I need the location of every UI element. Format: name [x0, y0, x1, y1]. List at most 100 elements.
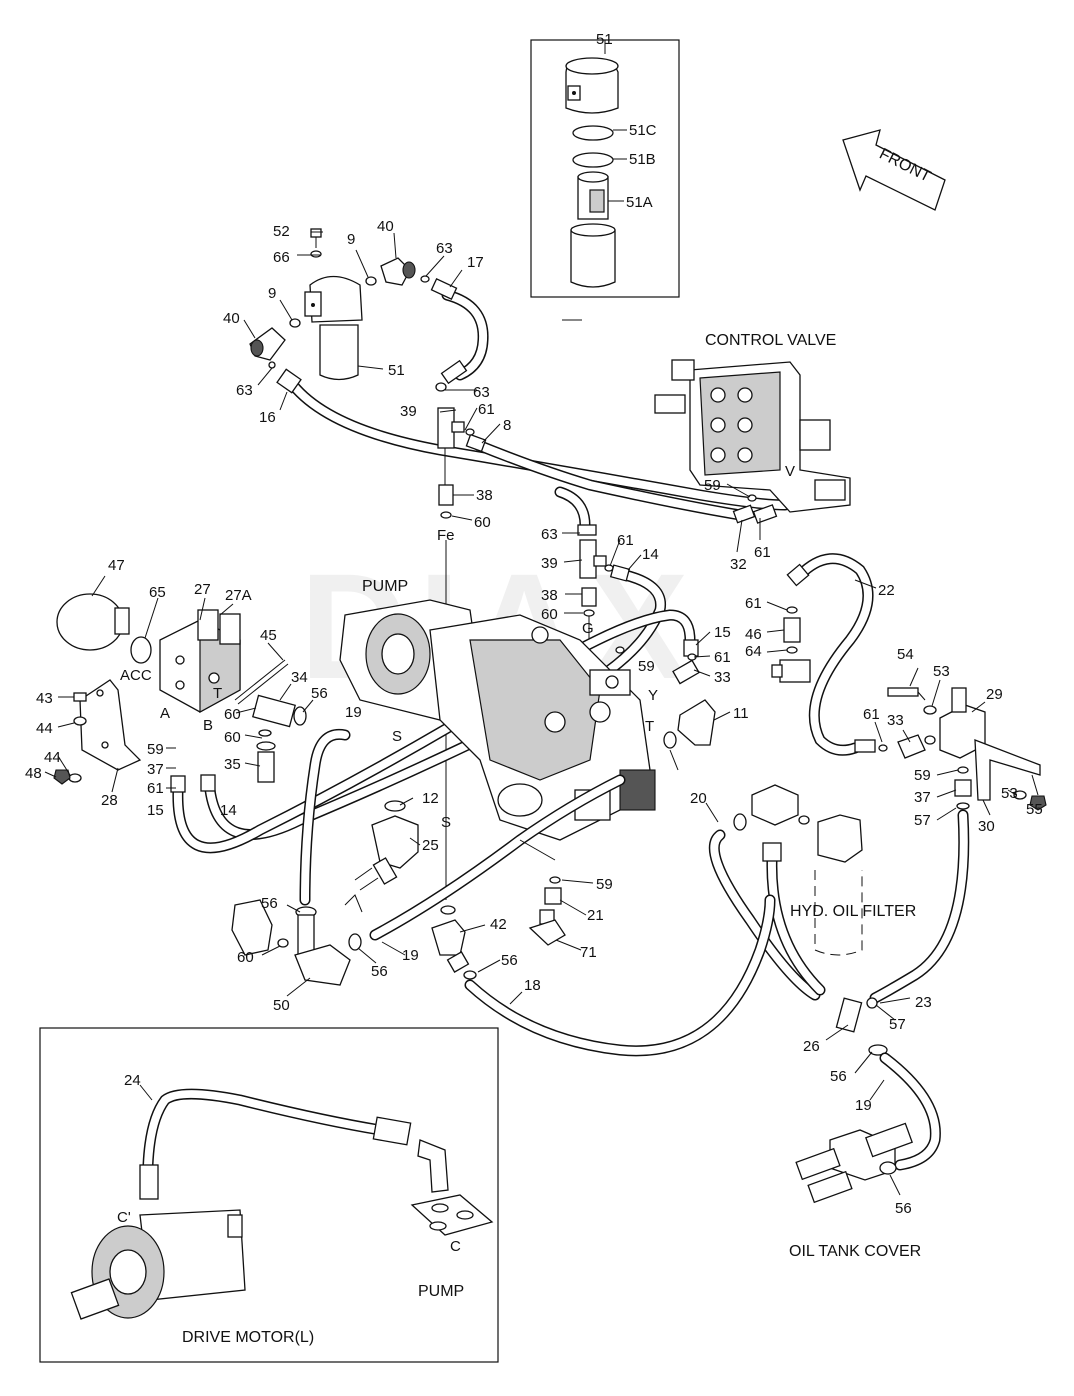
part-label: 39 [541, 555, 558, 572]
part-label: 38 [541, 587, 558, 604]
part-label: 43 [36, 690, 53, 707]
manifold-29 [878, 687, 986, 759]
part-label: 34 [291, 669, 308, 686]
caption-drive-motor: DRIVE MOTOR(L) [182, 1329, 314, 1346]
part-label: 61 [745, 595, 762, 612]
valve-block-27 [159, 609, 289, 714]
caption-pump-inset: PUMP [418, 1283, 464, 1300]
part-label: 52 [273, 223, 290, 240]
part-label: 45 [260, 627, 277, 644]
part-label: 9 [268, 285, 276, 302]
part-label: 17 [467, 254, 484, 271]
part-label: 64 [745, 643, 762, 660]
part-label: 51C [629, 122, 657, 139]
fittings-34-35 [252, 694, 307, 783]
part-label: 53 [1001, 785, 1018, 802]
part-label: 42 [490, 916, 507, 933]
part-label: 14 [220, 802, 237, 819]
part-label: 39 [400, 403, 417, 420]
part-label: 56 [895, 1200, 912, 1217]
part-label: 35 [224, 756, 241, 773]
part-label: 47 [108, 557, 125, 574]
part-label: 27A [225, 587, 252, 604]
part-label: 29 [986, 686, 1003, 703]
part-label: 60 [224, 706, 241, 723]
part-label: 48 [25, 765, 42, 782]
part-label: 33 [887, 712, 904, 729]
caption-control-valve: CONTROL VALVE [705, 332, 836, 349]
part-label: 19 [402, 947, 419, 964]
part-label: 54 [897, 646, 914, 663]
part-label: 59 [914, 767, 931, 784]
part-label: 16 [259, 409, 276, 426]
port-c-prime: C' [117, 1209, 131, 1226]
part-label: 56 [371, 963, 388, 980]
part-label: 63 [541, 526, 558, 543]
hose-8 [465, 433, 746, 521]
leader-lines [44, 231, 1039, 1196]
part-label: 55 [1026, 801, 1043, 818]
port-v: V [785, 463, 795, 480]
part-label: 61 [754, 544, 771, 561]
part-label: 57 [889, 1016, 906, 1033]
oil-tank-cover [795, 1122, 913, 1204]
part-label: 27 [194, 581, 211, 598]
drive-motor-inset [39, 1027, 499, 1363]
part-label: 33 [714, 669, 731, 686]
caption-hyd-oil-filter: HYD. OIL FILTER [790, 903, 916, 920]
part-label: 23 [915, 994, 932, 1011]
part-label: 26 [803, 1038, 820, 1055]
part-label: 46 [745, 626, 762, 643]
part-label: 30 [978, 818, 995, 835]
part-label: 60 [237, 949, 254, 966]
port-a: A [160, 705, 170, 722]
bracket-30 [974, 739, 1047, 811]
part-label: 61 [147, 780, 164, 797]
suction-hose-19 [299, 728, 419, 913]
part-label: 37 [147, 761, 164, 778]
part-label: 25 [422, 837, 439, 854]
part-label: 56 [311, 685, 328, 702]
port-y: Y [648, 687, 658, 704]
part-label: 14 [642, 546, 659, 563]
hose-19-lower [369, 774, 626, 941]
part-number-labels: 51 51C 51B 51A 52 66 9 40 63 17 9 40 51 … [25, 31, 1043, 1217]
part-label: 61 [714, 649, 731, 666]
hose-22 [786, 553, 876, 756]
part-label: 66 [273, 249, 290, 266]
part-label: 19 [345, 704, 362, 721]
fitting-33-near-pump [615, 646, 700, 685]
tee-fitting-50 [231, 899, 362, 986]
bracket-28 [53, 679, 142, 785]
part-label: 63 [436, 240, 453, 257]
part-label: 12 [422, 790, 439, 807]
tee-fitting-39-lower [554, 486, 614, 640]
tee-fitting-46 [771, 606, 811, 683]
port-labels: ACC T A B Fe G Y T S S V C' C [117, 463, 795, 1255]
port-fe: Fe [437, 527, 455, 544]
port-b: B [203, 717, 213, 734]
port-g: G [582, 620, 594, 637]
part-label: 59 [596, 876, 613, 893]
main-pump [339, 599, 656, 841]
part-label: 56 [261, 895, 278, 912]
part-label: 21 [587, 907, 604, 924]
port-s2: S [441, 814, 451, 831]
part-label: 59 [147, 741, 164, 758]
part-label: 59 [638, 658, 655, 675]
part-label: 44 [36, 720, 53, 737]
port-s1: S [392, 728, 402, 745]
caption-oil-tank-cover: OIL TANK COVER [789, 1243, 921, 1260]
port-t: T [645, 718, 654, 735]
hose-23 [866, 766, 972, 1009]
part-label: 15 [714, 624, 731, 641]
part-label: 38 [476, 487, 493, 504]
part-label: 20 [690, 790, 707, 807]
part-label: 71 [580, 944, 597, 961]
hyd-oil-filter [708, 784, 941, 1171]
part-label: 63 [473, 384, 490, 401]
part-label: 40 [377, 218, 394, 235]
accumulator-47 [56, 593, 152, 664]
part-label: 28 [101, 792, 118, 809]
